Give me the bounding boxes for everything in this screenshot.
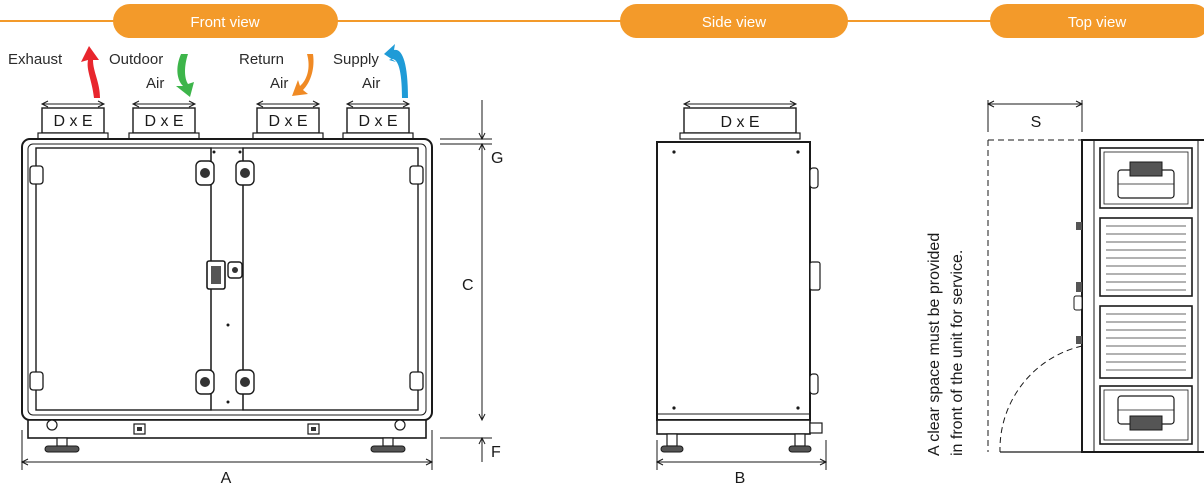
service-note-line2: in front of the unit for service. (949, 250, 966, 456)
return-air-label-line2: Air (270, 75, 288, 92)
front-view-pill (113, 4, 338, 38)
front-view-header: Front view (113, 4, 338, 38)
side-view-header: Side view (620, 4, 848, 38)
dimension-f-label: F (491, 444, 501, 461)
service-note-line1: A clear space must be provided (926, 233, 943, 456)
exhaust-label: Exhaust (8, 51, 63, 68)
exhaust-arrow-icon (81, 46, 100, 98)
service-clearance-dim (986, 100, 1084, 132)
top-unit-body (1073, 139, 1204, 453)
outdoor-air-label-line1: Outdoor (109, 51, 163, 68)
side-view-title: Side view (702, 14, 766, 31)
service-clearance-zone (987, 139, 1083, 453)
duct-size-label: D x E (720, 114, 759, 131)
duct-size-label: D x E (53, 113, 92, 130)
duct-size-label: D x E (358, 113, 397, 130)
return-air-arrow-icon (292, 54, 314, 96)
dimension-g-label: G (491, 150, 503, 167)
duct-dim-arrows (40, 100, 411, 108)
dimension-b-label: B (735, 470, 746, 487)
front-view-title: Front view (190, 14, 259, 31)
front-width-dim (20, 430, 434, 470)
supply-air-arrow-icon (384, 44, 408, 98)
side-duct-dim-arrow (682, 100, 798, 108)
outdoor-air-label-line2: Air (146, 75, 164, 92)
side-duct-collar (683, 107, 797, 134)
top-view-pill (990, 4, 1204, 38)
side-unit-body (656, 141, 823, 453)
front-vertical-dims (440, 100, 492, 462)
outdoor-air-arrow-icon (176, 54, 194, 97)
front-duct-collars (37, 107, 414, 140)
side-view-pill (620, 4, 848, 38)
supply-air-label-line2: Air (362, 75, 380, 92)
return-air-label-line1: Return (239, 51, 284, 68)
dimension-c-label: C (462, 277, 474, 294)
top-view: A clear space must be provided in front … (926, 100, 1204, 456)
top-view-title: Top view (1068, 14, 1127, 31)
dimension-a-label: A (221, 470, 232, 487)
duct-size-label: D x E (268, 113, 307, 130)
side-depth-dim (655, 440, 828, 470)
side-view: D x E B (655, 100, 828, 487)
front-unit-body (21, 138, 433, 453)
duct-size-label: D x E (144, 113, 183, 130)
supply-air-label-line1: Supply (333, 51, 379, 68)
front-view: Exhaust Outdoor Air Return Air Supply Ai… (8, 44, 503, 487)
top-view-header: Top view (990, 4, 1204, 38)
dimension-s-label: S (1031, 114, 1042, 131)
